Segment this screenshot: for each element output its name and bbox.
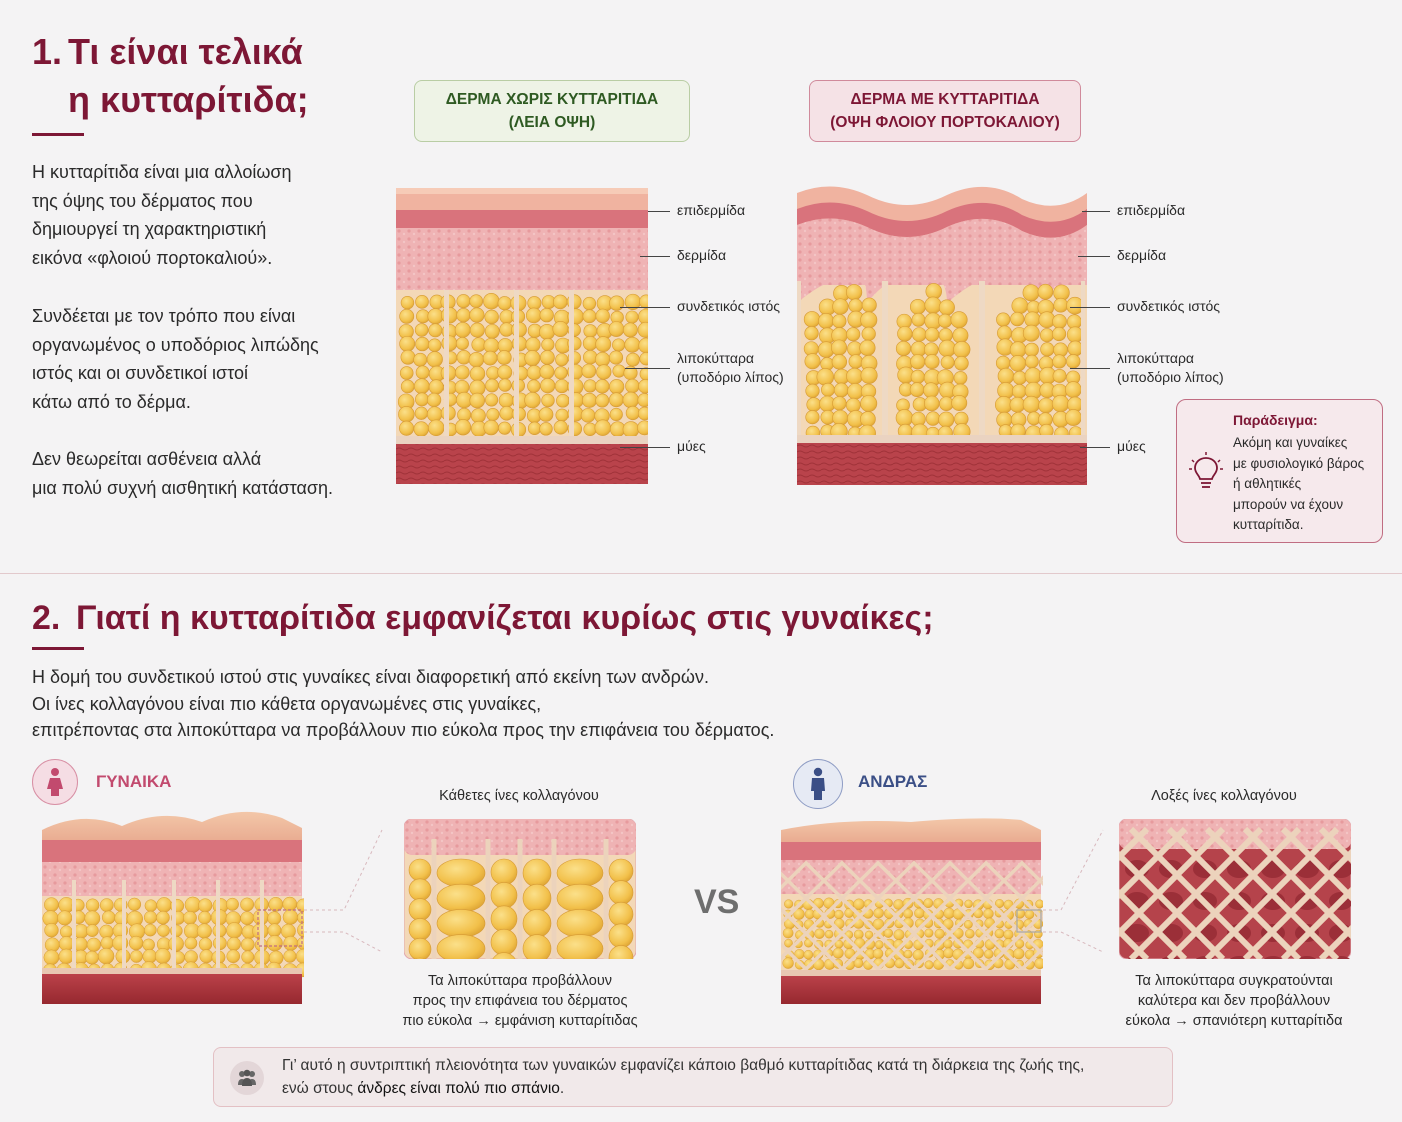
smooth-skin-cross-section [396,188,648,484]
label-muscle-cellulite: μύες [1117,438,1146,454]
footer-line-1: Γι’ αυτό η συντριπτική πλειονότητα των γ… [282,1057,1085,1074]
smooth-fat-cells [397,290,648,438]
leader-fat-smooth [625,368,670,369]
section1-title-line2: η κυτταρίτιδα; [68,79,309,120]
section1-paragraph-2: Συνδέεται με τον τρόπο που είναι οργανωμ… [32,306,319,413]
footer-line-2-post: . [559,1080,565,1097]
label-epidermis-smooth: επιδερμίδα [677,202,746,218]
example-title: Παράδειγμα: [1233,412,1318,428]
leader-epidermis-cellulite [1082,211,1110,212]
footer-line-2: ενώ στους άνδρες είναι πολύ πιο σπάνιο. [282,1080,564,1098]
woman-zoom-title: Κάθετες ίνες κολλαγόνου [439,788,599,804]
section2-title: Γιατί η κυτταρίτιδα εμφανίζεται κυρίως σ… [76,599,934,637]
man-zoom-connector [1043,829,1104,953]
example-box: Παράδειγμα: Ακόμη και γυναίκες με φυσιολ… [1176,399,1383,543]
section1-title-line1: Τι είναι τελικά [68,31,303,72]
man-label: ΑΝΔΡΑΣ [858,772,928,791]
man-skin-block [781,818,1043,1004]
label-muscle-smooth: μύες [677,438,706,454]
leader-muscle-smooth [620,447,670,448]
lightbulb-icon [1189,452,1223,488]
smooth-skin-label: ΔΕΡΜΑ ΧΩΡΙΣ ΚΥΤΤΑΡΙΤΙΔΑ (ΛΕΙΑ ΟΨΗ) [414,80,690,142]
vs-label: VS [694,883,740,921]
section1-title-number: 1. [32,31,63,72]
leader-dermis-cellulite [1078,256,1110,257]
section1-paragraph-3: Δεν θεωρείται ασθένεια αλλά μια πολύ συχ… [32,449,334,498]
leader-fat-cellulite [1070,368,1110,369]
section2-title-number: 2. [32,599,61,637]
woman-caption: Τα λιποκύτταρα προβάλλουν προς την επιφά… [402,973,638,1029]
example-text: Ακόμη και γυναίκες με φυσιολογικό βάρος … [1233,435,1365,532]
cellulite-skin-cross-section [797,186,1087,485]
man-zoom-title: Λοξές ίνες κολλαγόνου [1151,788,1297,804]
woman-label: ΓΥΝΑΙΚΑ [96,772,172,791]
section1-paragraph-1: Η κυτταρίτιδα είναι μια αλλοίωση της όψη… [32,162,292,269]
label-fat-cellulite: λιποκύτταρα (υποδόριο λίπος) [1117,350,1224,385]
leader-epidermis-smooth [648,211,670,212]
label-fat-smooth: λιποκύτταρα (υποδόριο λίπος) [677,350,784,385]
cellulite-skin-label: ΔΕΡΜΑ ΜΕ ΚΥΤΤΑΡΙΤΙΔΑ (ΟΨΗ ΦΛΟΙΟΥ ΠΟΡΤΟΚΑ… [809,80,1081,142]
label-dermis-smooth: δερμίδα [677,247,727,263]
woman-icon [32,759,78,805]
footer-line-2-bold: άνδρες είναι πολύ πιο σπάνιο [357,1080,560,1097]
leader-connective-cellulite [1070,307,1110,308]
leader-dermis-smooth [640,256,670,257]
man-zoom-panel [1119,819,1351,959]
section2-intro: Η δομή του συνδετικού ιστού στις γυναίκε… [32,667,775,740]
section2-title-rule [32,647,84,650]
man-icon [793,759,843,809]
label-connective-cellulite: συνδετικός ιστός [1117,298,1221,314]
leader-connective-smooth [620,307,670,308]
woman-zoom-panel [404,819,636,959]
footer-note-box: Γι’ αυτό η συντριπτική πλειονότητα των γ… [213,1047,1173,1107]
label-dermis-cellulite: δερμίδα [1117,247,1167,263]
man-caption: Τα λιποκύτταρα συγκρατούνται καλύτερα κα… [1125,973,1343,1029]
label-epidermis-cellulite: επιδερμίδα [1117,202,1186,218]
section1-title-rule [32,133,84,136]
woman-zoom-connector [304,829,383,953]
footer-line-2-pre: ενώ στους [282,1080,358,1097]
woman-skin-block [42,811,304,1004]
group-icon [230,1061,264,1095]
leader-muscle-cellulite [1080,447,1110,448]
section-divider [0,573,1402,574]
label-connective-smooth: συνδετικός ιστός [677,298,781,314]
cellulite-fat-cells [797,281,1085,443]
